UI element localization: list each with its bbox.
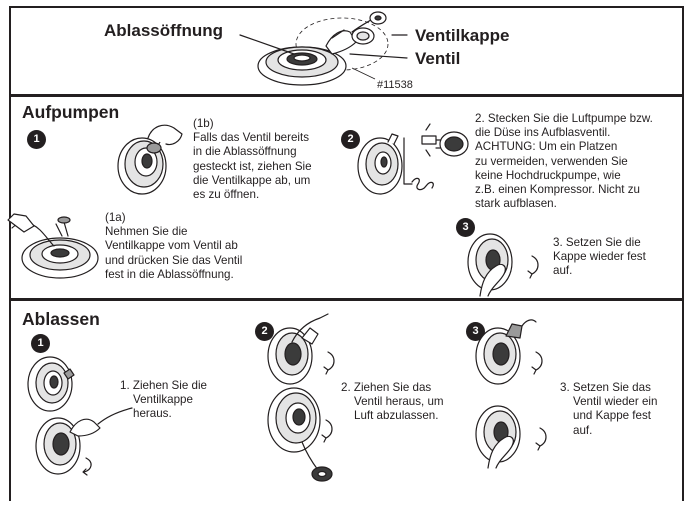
- section-divider-top: [9, 94, 684, 97]
- cap-press-illustration: [462, 226, 552, 298]
- valve-insert-illustration: [2, 206, 106, 290]
- deflate-step2-bottom-illustration: [262, 382, 352, 488]
- deflate-step2-top-illustration: [262, 314, 352, 386]
- inflate-step1a-text: (1a) Nehmen Sie die Ventilkappe vom Vent…: [105, 211, 242, 282]
- part-number: #11538: [377, 79, 413, 91]
- inflate-step3-text: 3. Setzen Sie die Kappe wieder fest auf.: [553, 236, 646, 279]
- deflate-heading: Ablassen: [22, 309, 100, 330]
- section-divider-middle: [9, 298, 684, 301]
- deflate-step1-text: 1. Ziehen Sie die Ventilkappe heraus.: [120, 379, 207, 422]
- valve-label: Ventil: [415, 49, 460, 69]
- deflate-step1-top-illustration: [20, 353, 90, 415]
- drain-opening-label: Ablassöffnung: [104, 21, 223, 41]
- deflate-step3-top-illustration: [470, 314, 560, 386]
- inflate-step1b-text: (1b) Falls das Ventil bereits in die Abl…: [193, 117, 312, 202]
- deflate-step1-number: 1: [31, 334, 50, 353]
- inflate-step2-text: 2. Stecken Sie die Luftpumpe bzw. die Dü…: [475, 112, 653, 211]
- valve-in-drain-illustration: [108, 116, 192, 200]
- deflate-step1-bottom-illustration: [28, 408, 132, 478]
- inflate-step1-number: 1: [27, 130, 46, 149]
- valve-cap-label: Ventilkappe: [415, 26, 509, 46]
- deflate-step2-text: 2. Ziehen Sie das Ventil heraus, um Luft…: [341, 381, 444, 424]
- pump-nozzle-illustration: [352, 122, 476, 202]
- deflate-step3-bottom-illustration: [470, 398, 560, 470]
- inflate-heading: Aufpumpen: [22, 102, 119, 123]
- deflate-step3-text: 3. Setzen Sie das Ventil wieder ein und …: [560, 381, 657, 438]
